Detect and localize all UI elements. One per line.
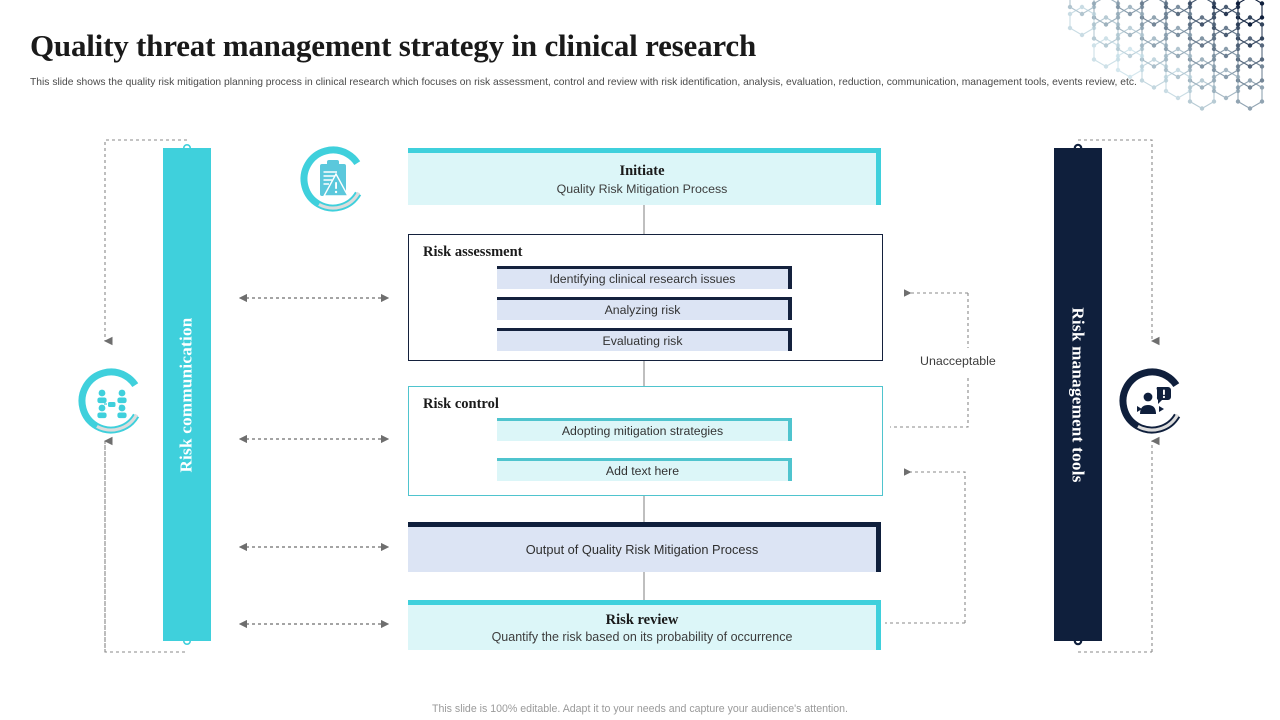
initiate-box[interactable]: Initiate Quality Risk Mitigation Process — [408, 148, 881, 205]
unacceptable-label: Unacceptable — [920, 354, 996, 368]
risk-control-step-1[interactable]: Adopting mitigation strategies — [497, 418, 792, 441]
risk-review-subtitle: Quantify the risk based on its probabili… — [491, 629, 793, 644]
person-alert-icon — [1119, 368, 1185, 434]
sidebar-risk-management-tools-label: Risk management tools — [1069, 306, 1089, 483]
risk-assessment-step-1[interactable]: Identifying clinical research issues — [497, 266, 792, 289]
risk-review-box[interactable]: Risk review Quantify the risk based on i… — [408, 600, 881, 650]
initiate-subtitle: Quality Risk Mitigation Process — [556, 181, 728, 196]
risk-assessment-title: Risk assessment — [423, 244, 523, 260]
output-box[interactable]: Output of Quality Risk Mitigation Proces… — [408, 522, 881, 572]
risk-assessment-step-2[interactable]: Analyzing risk — [497, 297, 792, 320]
risk-review-title: Risk review — [605, 611, 679, 628]
initiate-title: Initiate — [619, 162, 665, 179]
risk-assessment-box[interactable]: Risk assessment Identifying clinical res… — [408, 234, 883, 361]
sidebar-risk-communication-label: Risk communication — [177, 316, 197, 473]
clipboard-warning-icon — [300, 146, 366, 212]
risk-assessment-step-3[interactable]: Evaluating risk — [497, 328, 792, 351]
sidebar-risk-communication[interactable]: Risk communication — [163, 148, 211, 641]
slide-footer: This slide is 100% editable. Adapt it to… — [431, 703, 849, 715]
slide-header: Quality threat management strategy in cl… — [0, 0, 1280, 118]
people-network-icon — [78, 368, 144, 434]
risk-control-step-2[interactable]: Add text here — [497, 458, 792, 481]
sidebar-risk-management-tools[interactable]: Risk management tools — [1054, 148, 1102, 641]
risk-control-title: Risk control — [423, 396, 499, 412]
page-subtitle: This slide shows the quality risk mitiga… — [30, 77, 1137, 88]
page-title: Quality threat management strategy in cl… — [30, 28, 756, 63]
risk-control-box[interactable]: Risk control Adopting mitigation strateg… — [408, 386, 883, 496]
